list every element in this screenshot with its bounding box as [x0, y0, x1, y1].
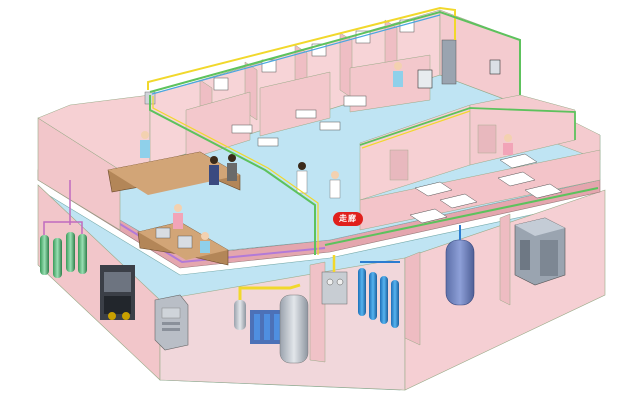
ground-partition-2	[404, 251, 421, 346]
ward-beds-upper	[231, 95, 367, 147]
liquid-oxygen-tank	[445, 225, 475, 306]
room-front-2	[259, 71, 331, 137]
ward-pipe	[359, 107, 576, 146]
ward-door-2	[477, 124, 497, 154]
oxygen-cylinders-left	[40, 221, 87, 278]
roof-pipe-blue	[151, 14, 441, 95]
ward-door-1	[389, 149, 409, 181]
corridor-pipe-yellow	[152, 96, 319, 255]
roof-pipe-green	[149, 10, 521, 95]
ground-floor	[37, 184, 606, 391]
green-pipe-slab	[324, 187, 599, 246]
manifold-panel	[321, 255, 348, 305]
patient-monitor	[417, 69, 433, 89]
control-cabinet	[154, 294, 189, 351]
reception-desk	[107, 151, 241, 195]
ward-pipe-yellow	[361, 110, 471, 149]
ground-partition-1	[309, 261, 326, 363]
ground-partition-3	[499, 213, 511, 306]
corridor-label: 走廊	[333, 212, 363, 226]
wall-cabinet	[441, 39, 457, 85]
corridor-pipe	[149, 95, 316, 255]
staff-figures	[140, 62, 513, 253]
air-compressor	[100, 265, 135, 320]
vacuum-tank	[279, 294, 309, 364]
ward-beds-right	[409, 153, 563, 224]
blue-gas-cylinders	[358, 261, 400, 328]
wall-terminal	[489, 59, 501, 75]
roof-pipe-yellow	[147, 6, 456, 90]
oxygen-generator-unit	[514, 217, 566, 286]
room-front-1	[185, 91, 251, 161]
